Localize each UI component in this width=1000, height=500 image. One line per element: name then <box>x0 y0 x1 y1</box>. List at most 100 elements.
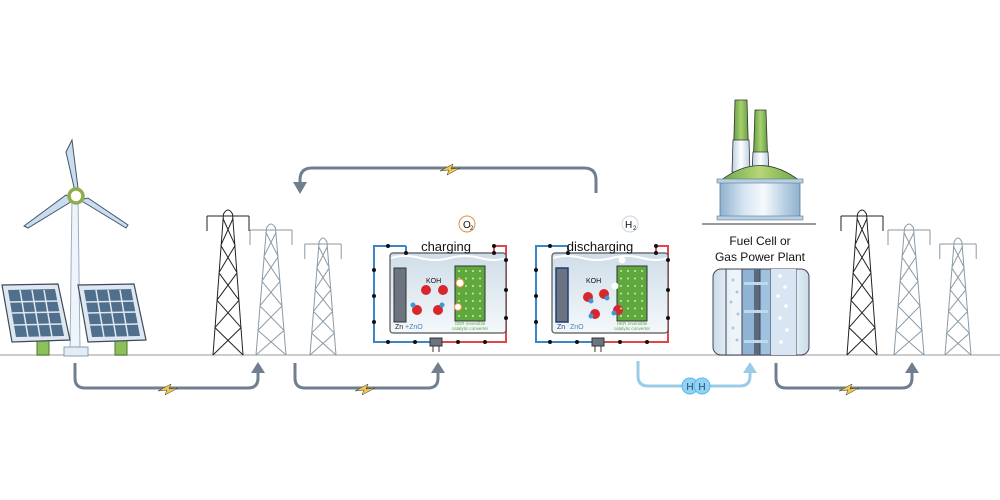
fuel-cell <box>712 268 810 356</box>
plant-label-line2: Gas Power Plant <box>715 250 806 264</box>
catalyst-dot <box>627 277 629 280</box>
catalyst-dot <box>479 315 481 317</box>
pylon-2 <box>249 223 293 356</box>
catalyst-dot <box>627 270 629 272</box>
pylon-6 <box>939 237 977 356</box>
pylon-4 <box>840 209 884 356</box>
discharging-label: discharging <box>567 239 634 254</box>
catalyst-dot <box>634 292 636 295</box>
catalyst-dot <box>634 285 636 287</box>
oer-label-1: OER reversible <box>455 321 486 326</box>
zno-label: ZnO <box>570 324 584 331</box>
catalyst-dot <box>641 285 643 287</box>
catalyst-dot <box>634 277 636 280</box>
catalyst-dot <box>472 285 474 287</box>
catalyst-dot <box>465 292 467 295</box>
catalyst-dot <box>479 307 481 310</box>
catalyst-dot <box>479 277 481 280</box>
catalyst-dot <box>458 292 460 295</box>
lightning-icon <box>157 383 179 396</box>
h2-label: H <box>625 220 632 231</box>
catalyst-dot <box>620 315 622 317</box>
zno-label: +ZnO <box>405 324 423 331</box>
catalyst-dot <box>620 307 622 310</box>
catalyst-dot <box>627 292 629 295</box>
top-arrow-head <box>293 182 307 194</box>
arrow-head-h2 <box>743 362 757 373</box>
catalyst-dot <box>641 315 643 317</box>
lightning-icon <box>354 383 376 396</box>
arrow-head-2 <box>431 362 445 373</box>
bottom-arrow-2 <box>293 363 440 390</box>
catalyst-dot <box>641 307 643 310</box>
catalyst-dot <box>479 300 481 302</box>
o2-bubble <box>458 215 476 233</box>
catalyst-dot <box>620 300 622 302</box>
hydrogen-molecule: H H <box>681 377 711 395</box>
catalyst-dot <box>627 285 629 287</box>
pylon-1 <box>206 209 250 356</box>
zn-label: Zn <box>557 324 565 331</box>
catalyst-dot <box>479 270 481 272</box>
catalyst-dot <box>627 315 629 317</box>
catalyst-dot <box>465 270 467 272</box>
catalyst-dot <box>465 307 467 310</box>
plant-label-line1: Fuel Cell or <box>729 234 790 248</box>
catalyst-dot <box>641 277 643 280</box>
bottom-arrow-1 <box>73 363 260 390</box>
catalyst-dot <box>620 285 622 287</box>
catalyst-dot <box>620 292 622 295</box>
arrow-head-4 <box>905 362 919 373</box>
catalyst-dot <box>641 270 643 272</box>
top-energy-arrow <box>298 166 598 193</box>
catalyst-dot <box>465 315 467 317</box>
catalyst-dot <box>620 270 622 272</box>
catalyst-dot <box>472 270 474 272</box>
catalyst-dot <box>627 300 629 302</box>
h2-subscript: 2 <box>633 226 637 232</box>
catalyst-dot <box>479 292 481 295</box>
solar-panel-left <box>1 283 71 356</box>
arrow-head-1 <box>251 362 265 373</box>
her-label-2: catalytic converter <box>614 326 651 331</box>
catalyst-dot <box>641 292 643 295</box>
catalyst-dot <box>634 270 636 272</box>
charging-label: charging <box>421 239 471 254</box>
oer-label-2: catalytic converter <box>452 326 489 331</box>
catalyst-dot <box>641 300 643 302</box>
catalyst-dot <box>620 277 622 280</box>
catalyst-dot <box>465 285 467 287</box>
turbine-hub <box>67 187 85 205</box>
wind-turbine <box>23 138 129 357</box>
catalyst-dot <box>634 307 636 310</box>
catalyst-dot <box>634 315 636 317</box>
bottom-arrow-4 <box>774 363 914 390</box>
catalyst-dot <box>627 307 629 310</box>
koh-label: KOH <box>586 278 601 285</box>
o2-label: O <box>463 220 471 231</box>
gas-power-plant <box>702 99 816 225</box>
o2-subscript: 2 <box>470 226 474 232</box>
h2-bubble <box>621 215 639 233</box>
h-atom-2: H <box>698 382 705 393</box>
pylon-3 <box>304 237 342 356</box>
catalyst-dot <box>472 277 474 280</box>
catalyst-dot <box>465 300 467 302</box>
her-label-1: HER reversible <box>617 321 648 326</box>
solar-panel-right <box>77 283 147 356</box>
catalyst-dot <box>472 315 474 317</box>
battery-charging <box>372 244 508 352</box>
catalyst-dot <box>472 307 474 310</box>
pylon-5 <box>887 223 931 356</box>
koh-label: KOH <box>426 278 441 285</box>
catalyst-dot <box>458 315 460 317</box>
h-atom-1: H <box>686 382 693 393</box>
catalyst-dot <box>458 270 460 272</box>
catalyst-dot <box>634 300 636 302</box>
catalyst-dot <box>479 285 481 287</box>
lightning-icon <box>439 163 461 176</box>
catalyst-dot <box>472 300 474 302</box>
catalyst-dot <box>465 277 467 280</box>
lightning-icon <box>838 383 860 396</box>
